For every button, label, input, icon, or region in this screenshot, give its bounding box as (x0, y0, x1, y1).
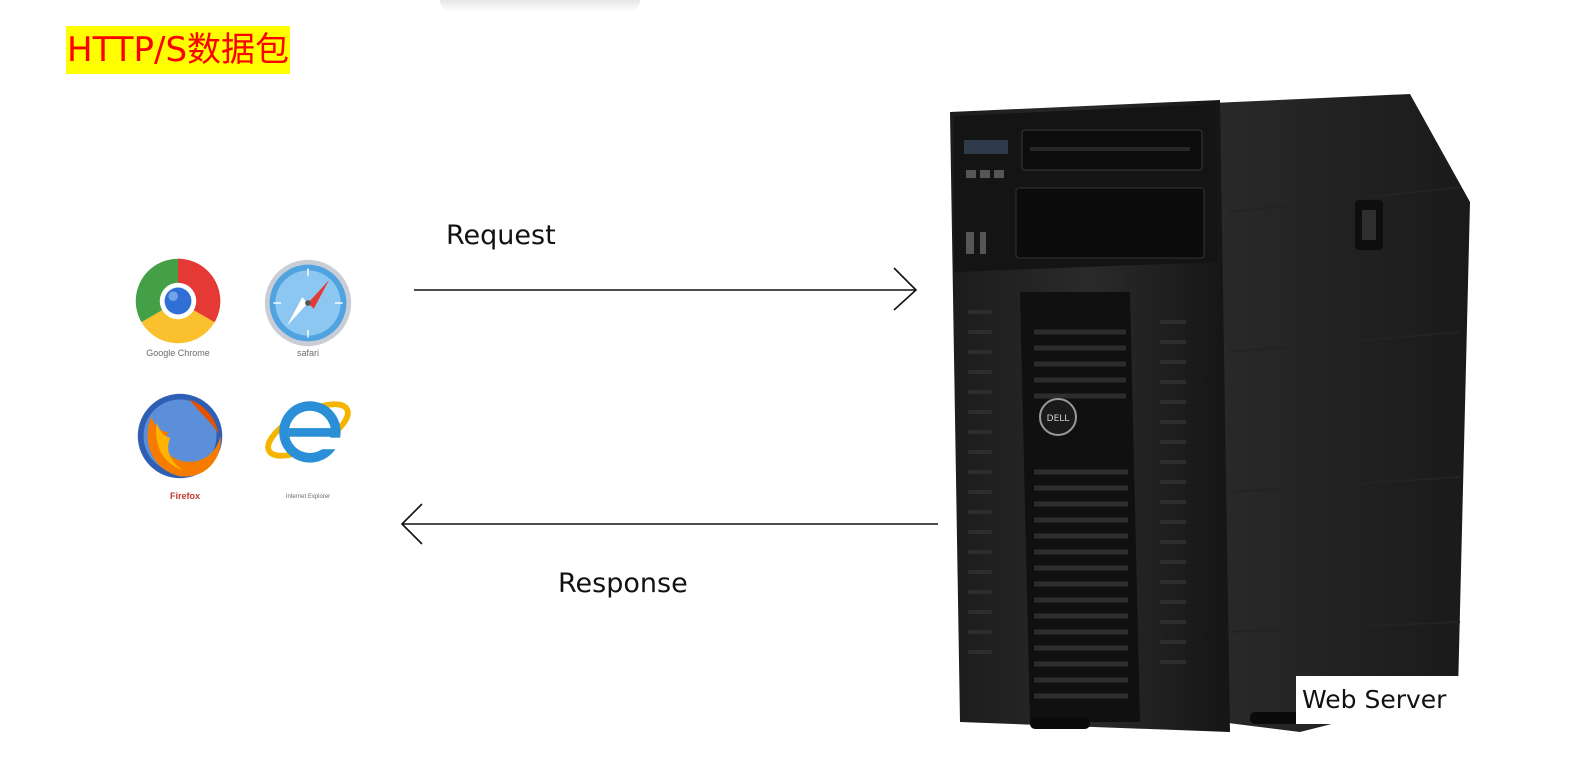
dell-logo: DELL (1047, 414, 1070, 424)
web-server-image: DELL (950, 94, 1470, 732)
firefox-icon (137, 393, 223, 479)
response-label: Response (558, 568, 688, 599)
chrome-icon (135, 258, 221, 344)
browser-label-chrome: Google Chrome (146, 348, 210, 358)
response-arrow (400, 503, 938, 545)
page-title: HTTP/S数据包 (66, 26, 291, 74)
request-arrow (414, 267, 918, 311)
browser-label-safari: safari (296, 348, 319, 358)
top-fade-decoration (440, 0, 640, 12)
safari-icon (264, 259, 352, 347)
request-label: Request (446, 220, 556, 251)
web-server-label: Web Server (1296, 676, 1482, 724)
browser-label-firefox: Firefox (169, 491, 200, 501)
browser-label-ie: Internet Explorer (285, 494, 331, 500)
ie-icon (265, 401, 351, 463)
